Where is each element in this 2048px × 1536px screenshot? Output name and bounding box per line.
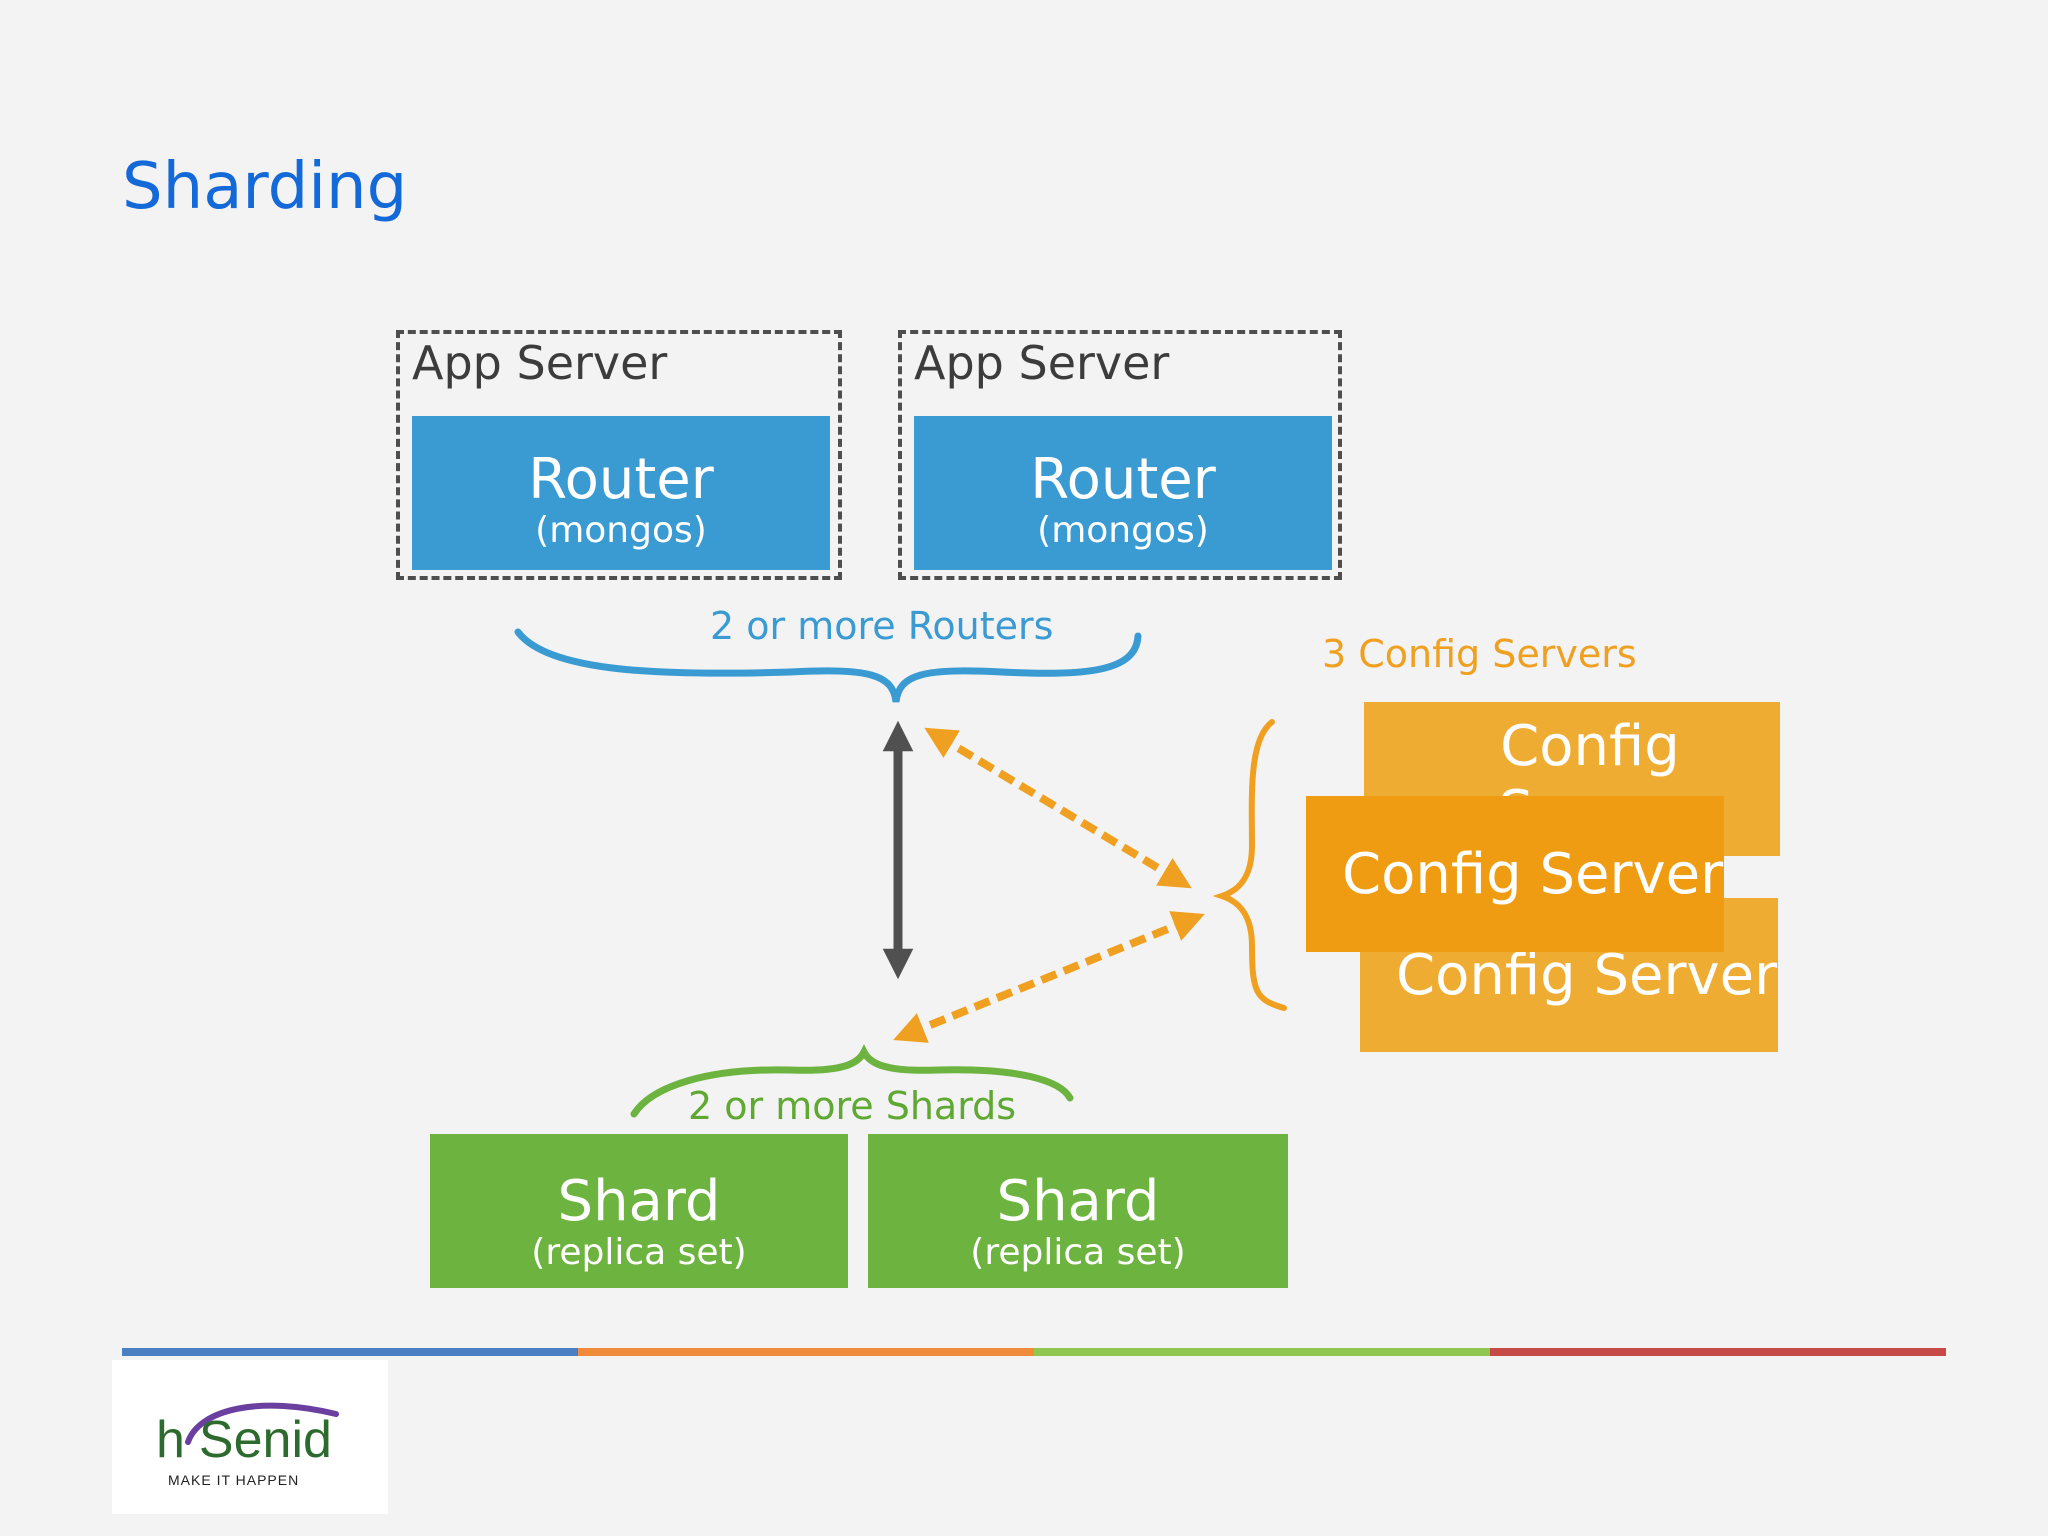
logo-swoosh-icon xyxy=(185,1402,339,1445)
shard-1: Shard (replica set) xyxy=(430,1134,848,1288)
footer-bar-segment-blue xyxy=(122,1348,578,1356)
logo-tagline: MAKE IT HAPPEN xyxy=(168,1472,300,1488)
routers-brace xyxy=(514,628,1142,703)
shard-config-arrow xyxy=(893,911,1205,1043)
shard-title: Shard xyxy=(557,1169,721,1234)
config-servers-label: 3 Config Servers xyxy=(1322,632,1637,676)
shard-subtitle: (replica set) xyxy=(970,1232,1186,1273)
config-server-label: Config Server xyxy=(1342,841,1724,907)
router-subtitle: (mongos) xyxy=(535,510,707,551)
router-subtitle: (mongos) xyxy=(1037,510,1209,551)
app-server-1: App Server Router (mongos) xyxy=(396,330,842,580)
config-server-front: Config Server xyxy=(1306,796,1724,952)
app-server-label: App Server xyxy=(412,336,668,390)
router-2: Router (mongos) xyxy=(914,416,1332,570)
config-server-label: Config Server xyxy=(1396,942,1778,1008)
shards-label: 2 or more Shards xyxy=(688,1084,1017,1128)
router-1: Router (mongos) xyxy=(412,416,830,570)
config-brace xyxy=(1212,719,1287,1011)
footer-bar-segment-red xyxy=(1490,1348,1946,1356)
router-title: Router xyxy=(1030,447,1216,512)
app-server-label: App Server xyxy=(914,336,1170,390)
footer-bar-segment-green xyxy=(1034,1348,1490,1356)
routers-label: 2 or more Routers xyxy=(710,604,1054,648)
shard-2: Shard (replica set) xyxy=(868,1134,1288,1288)
app-server-2: App Server Router (mongos) xyxy=(898,330,1342,580)
router-title: Router xyxy=(528,447,714,512)
shards-brace xyxy=(630,1044,1074,1118)
shard-title: Shard xyxy=(996,1169,1160,1234)
footer-color-bar xyxy=(122,1348,1946,1356)
slide-title: Sharding xyxy=(122,150,408,224)
shard-subtitle: (replica set) xyxy=(531,1232,747,1273)
footer-bar-segment-orange xyxy=(578,1348,1034,1356)
router-config-arrow xyxy=(924,727,1192,889)
